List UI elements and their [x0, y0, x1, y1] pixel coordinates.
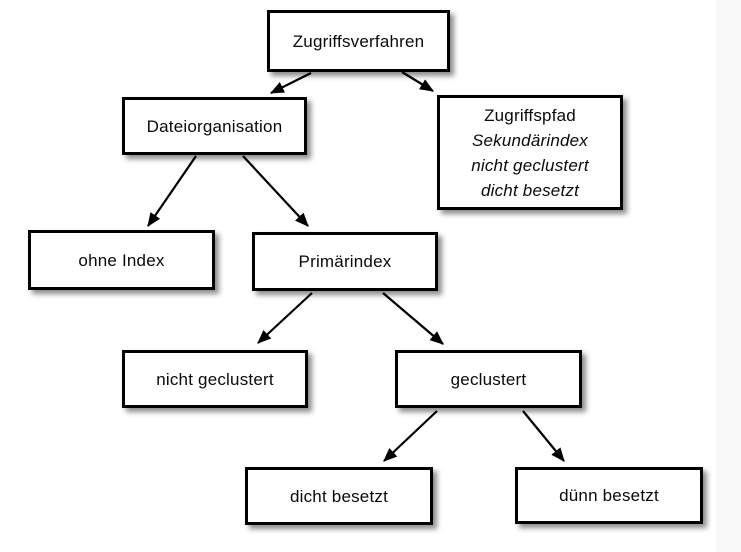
node-label-line: nicht geclustert: [471, 155, 589, 175]
node-dateiorganisation: Dateiorganisation: [122, 97, 307, 155]
node-label: ohne Index: [78, 250, 165, 270]
arrow-geclustert-to-duenn-besetzt: [522, 410, 565, 462]
arrow-geclustert-to-dicht-besetzt: [383, 410, 438, 462]
arrow-primaerindex-to-geclustert: [382, 292, 444, 345]
node-label-line: dicht besetzt: [480, 180, 580, 200]
node-nicht-geclustert: nicht geclustert: [122, 350, 308, 408]
node-label-line: Zugriffspfad: [484, 105, 576, 125]
arrow-dateiorganisation-to-primaerindex: [242, 155, 309, 227]
node-primaerindex: Primärindex: [252, 232, 438, 291]
node-geclustert: geclustert: [395, 350, 582, 408]
arrow-primaerindex-to-nicht-geclustert: [257, 292, 313, 344]
node-ohne-index: ohne Index: [28, 230, 215, 290]
node-zugriffsverfahren: Zugriffsverfahren: [267, 10, 450, 72]
node-label: Primärindex: [298, 252, 392, 271]
node-label: Zugriffsverfahren: [292, 31, 425, 51]
node-label: geclustert: [450, 369, 527, 389]
node-label: nicht geclustert: [156, 369, 274, 389]
node-dicht-besetzt: dicht besetzt: [245, 467, 433, 525]
node-label-line: Sekundärindex: [471, 130, 588, 150]
node-label: dicht besetzt: [289, 486, 389, 506]
node-duenn-besetzt: dünn besetzt: [515, 467, 703, 524]
node-zugriffspfad: Zugriffspfad Sekundärindex nicht geclust…: [437, 95, 623, 210]
page-side-strip: [716, 0, 741, 552]
arrow-root-to-zugriffspfad: [401, 71, 434, 92]
node-label: dünn besetzt: [559, 486, 659, 505]
node-label: Dateiorganisation: [146, 116, 283, 136]
arrow-root-to-dateiorganisation: [269, 72, 312, 94]
arrow-dateiorganisation-to-ohne-index: [147, 155, 197, 227]
